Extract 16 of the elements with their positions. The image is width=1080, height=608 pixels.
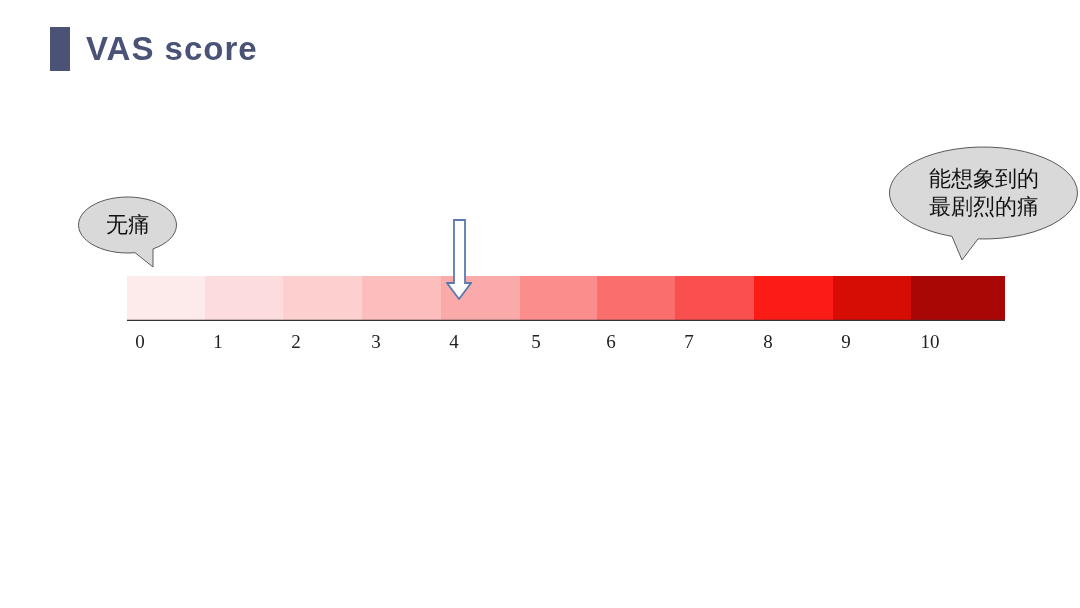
tick-label: 2 [291, 331, 301, 353]
tick-label: 8 [763, 331, 773, 353]
bubble-text: 能想象到的最剧烈的痛 [928, 165, 1039, 221]
speech-bubble [77, 196, 178, 269]
tick-label: 9 [841, 331, 851, 353]
tick-label: 7 [684, 331, 694, 353]
tick-label: 1 [213, 331, 223, 353]
tick-label: 4 [449, 331, 459, 353]
bubble-text: 无痛 [105, 211, 150, 239]
speech-bubble [888, 146, 1079, 262]
slide-title: VAS score [86, 29, 258, 69]
tick-label: 5 [531, 331, 541, 353]
tick-label: 10 [920, 331, 940, 353]
tick-label: 0 [135, 331, 145, 353]
tick-label: 6 [606, 331, 616, 353]
tick-label: 3 [371, 331, 381, 353]
